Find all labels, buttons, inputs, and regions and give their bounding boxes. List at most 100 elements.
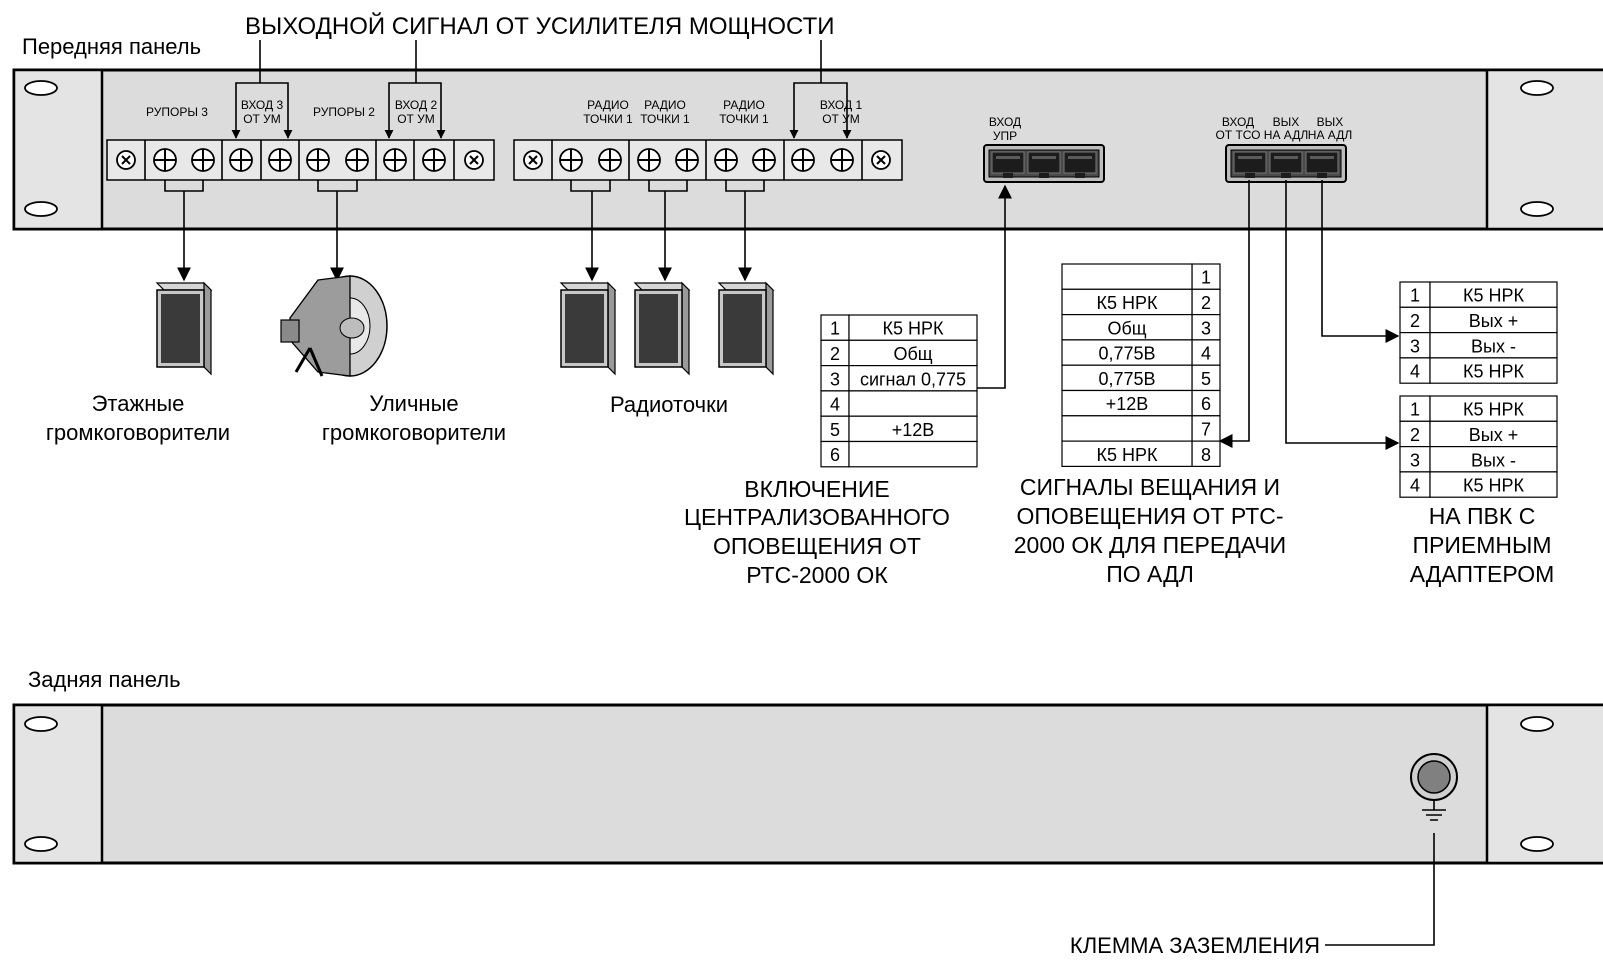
rj-jack-icon [1027,151,1061,178]
ground-terminal-icon [1410,753,1458,821]
label-input3-from-amp: ОТ УМ [243,112,281,126]
table-row: 1 К5 НРК [1399,395,1558,422]
pin-number: 2 [1201,293,1211,313]
mount-hole [24,836,58,852]
radio-points-caption: Радиоточки [610,392,728,417]
label-radio-points-sub: ТОЧКИ 1 [583,112,633,126]
pin-signal: Вых - [1471,336,1516,356]
pin-number: 4 [830,395,840,415]
end-screw-icon [116,150,136,170]
table-row: 7 [1061,415,1221,442]
pin-signal: +12В [1106,394,1149,414]
floor-speakers-caption-2: громкоговорители [46,420,230,445]
tso-caption-1: СИГНАЛЫ ВЕЩАНИЯ И [1020,474,1280,500]
terminal-screw-icon [714,148,738,172]
pin-signal: К5 НРК [1463,362,1525,382]
terminal-screw-icon [153,148,177,172]
label-horns2: РУПОРЫ 2 [313,105,375,119]
terminal-screw-icon [559,148,583,172]
terminal-screw-icon [191,148,215,172]
pin-number: 3 [1410,336,1420,356]
tso-caption-3: 2000 ОК ДЛЯ ПЕРЕДАЧИ [1014,532,1286,558]
table-row: 3 Общ [1061,314,1221,341]
end-screw-icon [523,150,543,170]
mount-hole [24,201,58,217]
label-input2-from-amp: ОТ УМ [397,112,435,126]
label-radio-points-sub: ТОЧКИ 1 [640,112,690,126]
table-row: 1 К5 НРК [820,314,978,341]
label-radio-points-sub: ТОЧКИ 1 [719,112,769,126]
pin-number: 5 [830,420,840,440]
terminal-screw-icon [422,148,446,172]
pin-number: 1 [830,319,840,339]
pin-number: 3 [1410,450,1420,470]
pin-number: 1 [1410,286,1420,306]
pin-signal: К5 НРК [1463,476,1525,496]
tso-caption-2: ОПОВЕЩЕНИЯ ОТ РТС- [1017,503,1284,529]
amplifier-signal-title: ВЫХОДНОЙ СИГНАЛ ОТ УСИЛИТЕЛЯ МОЩНОСТИ [245,12,835,40]
terminal-screw-icon [268,148,292,172]
horn-speaker-icon [280,275,388,377]
pin-signal: К5 НРК [1463,286,1525,306]
table-row: 2 Вых + [1399,420,1558,448]
pin-number: 2 [1410,425,1420,445]
pin-number: 3 [1201,318,1211,338]
rj-jack-icon [1233,151,1267,178]
terminal-screw-icon [383,148,407,172]
pin-signal: К5 НРК [1463,400,1525,420]
label-tso-input: ВХОД [1222,115,1254,129]
table-row: 2 К5 НРК [1061,288,1221,316]
pin-number: 1 [1410,400,1420,420]
pin-signal: Общ [1107,318,1146,338]
terminal-screw-icon [598,148,622,172]
terminal-screw-icon [830,148,854,172]
terminal-screw-icon [637,148,661,172]
mount-hole [1520,80,1554,96]
terminal-screw-icon [752,148,776,172]
label-adl-output-sub: НА АДЛ [1308,128,1352,142]
pin-signal: Вых + [1469,425,1518,445]
adl-caption-1: НА ПВК С [1429,503,1536,529]
label-radio-points: РАДИО [723,98,765,112]
end-screw-icon [871,150,891,170]
table-row: 4 [820,390,978,417]
rear-panel [12,703,1603,865]
control-caption-2: ЦЕНТРАЛИЗОВАННОГО [684,504,950,530]
pin-number: 1 [1201,268,1211,288]
label-adl-output: ВЫХ [1273,115,1300,129]
pin-signal: К5 НРК [1097,293,1159,313]
label-input1: ВХОД 1 [820,98,863,112]
pin-number: 2 [830,344,840,364]
mount-hole [1520,836,1554,852]
pin-signal: сигнал 0,775 [860,369,966,389]
pin-number: 2 [1410,311,1420,331]
amplifier-feed-wires [231,40,852,139]
label-input1-from-amp: ОТ УМ [822,112,860,126]
rj-jack-icon [991,151,1025,178]
ground-leader-line [1325,833,1435,946]
terminal-screw-icon [345,148,369,172]
label-adl-output-sub: НА АДЛ [1264,128,1308,142]
label-input3: ВХОД 3 [241,98,284,112]
mount-hole [1520,201,1554,217]
label-adl-output: ВЫХ [1317,115,1344,129]
table-row: 4 К5 НРК [1399,357,1558,384]
pin-number: 4 [1410,362,1420,382]
pin-signal: Вых - [1471,450,1516,470]
mount-hole [24,80,58,96]
radio-point-speaker-icon [559,281,617,376]
speaker-wires [164,180,765,282]
mount-hole [1520,716,1554,732]
label-radio-points: РАДИО [587,98,629,112]
control-caption-4: РТС-2000 ОК [746,562,888,588]
ground-terminal-label: КЛЕММА ЗАЗЕМЛЕНИЯ [1070,933,1320,958]
rack-ear-left [12,68,104,231]
pin-signal: К5 НРК [883,319,945,339]
terminal-screw-icon [675,148,699,172]
pin-number: 6 [1201,394,1211,414]
